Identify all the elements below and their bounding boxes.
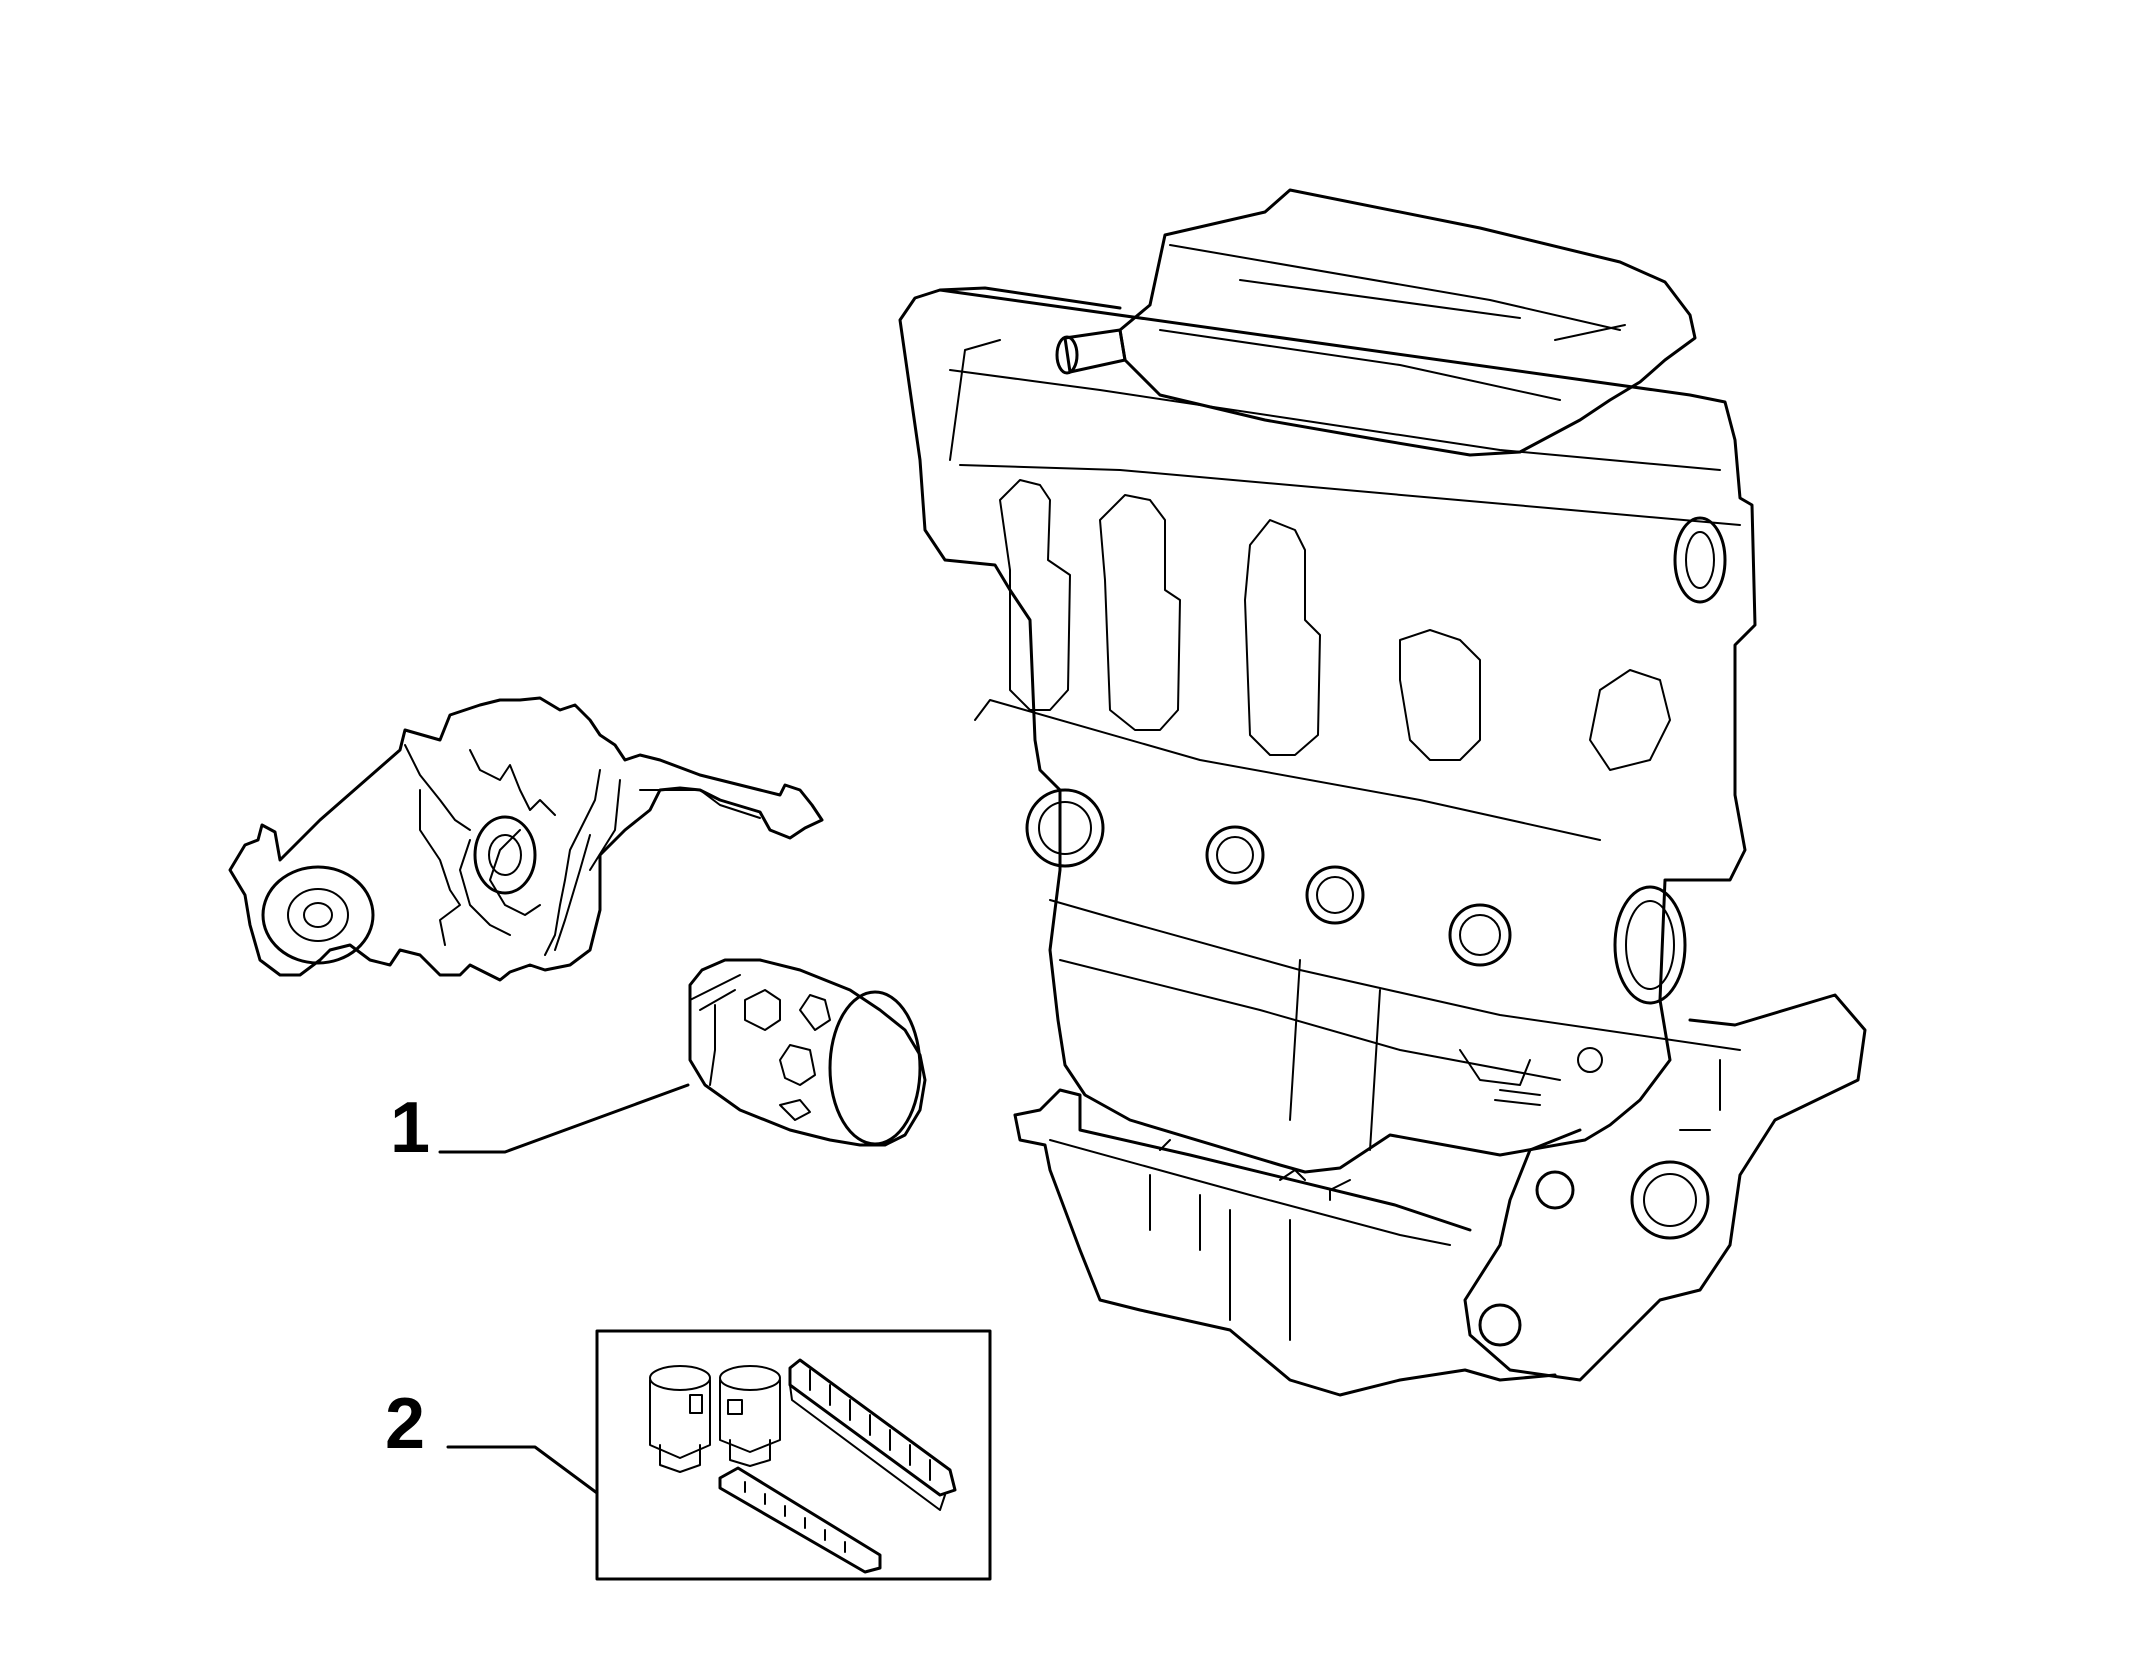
callout-2: 2 [385,1384,426,1464]
filter-kit-drawing [595,1329,992,1581]
callout-1: 1 [390,1088,431,1168]
oil-pump-cover-drawing [228,696,824,982]
filter-kit-frame [595,1329,992,1581]
engine-block-drawing [898,188,1867,1397]
leader-line-1 [438,1083,690,1154]
oil-filter-drawing [688,958,927,1147]
leader-line-2 [446,1445,599,1495]
